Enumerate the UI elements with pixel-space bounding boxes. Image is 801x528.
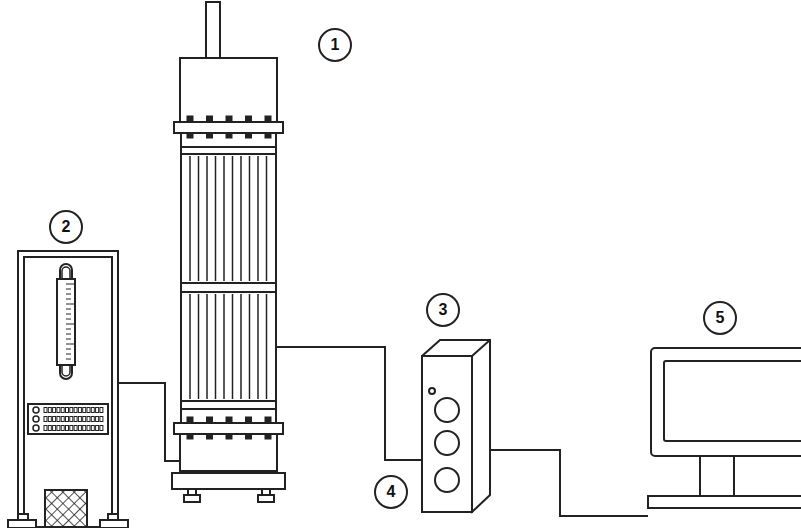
callout-number: 3 xyxy=(425,292,461,328)
callout-number: 5 xyxy=(702,300,738,336)
callout-number: 2 xyxy=(48,209,84,245)
callout-number: 1 xyxy=(317,27,353,63)
callout-circle: 4 xyxy=(373,474,409,510)
callout-circle: 2 xyxy=(48,209,84,245)
callout-number: 4 xyxy=(373,474,409,510)
callout-circle: 1 xyxy=(317,27,353,63)
callout-circle: 5 xyxy=(702,300,738,336)
callout-circle: 3 xyxy=(425,292,461,328)
